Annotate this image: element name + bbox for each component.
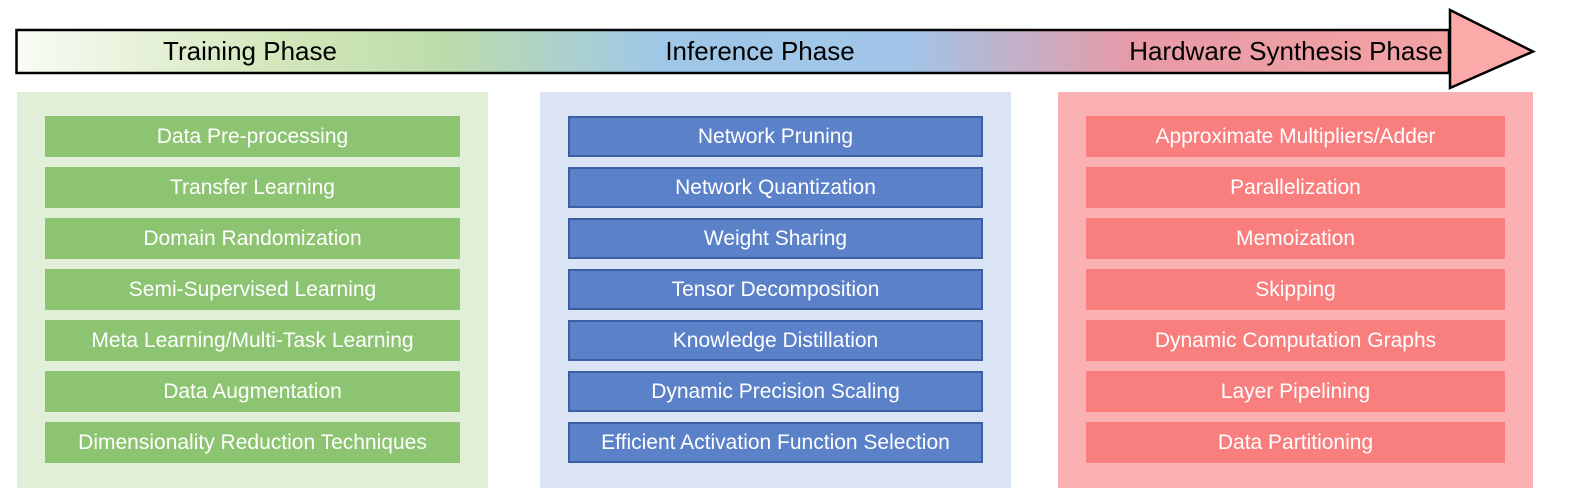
panel-training-phase: Data Pre-processing Transfer Learning Do… [17,92,488,488]
technique-item: Network Quantization [568,167,983,208]
technique-item: Data Augmentation [45,371,460,412]
panel-hardware-synthesis-phase: Approximate Multipliers/Adder Paralleliz… [1058,92,1533,488]
technique-item: Data Pre-processing [45,116,460,157]
technique-item: Skipping [1086,269,1505,310]
phase-arrow [15,7,1536,90]
technique-item: Data Partitioning [1086,422,1505,463]
technique-item: Knowledge Distillation [568,320,983,361]
technique-item: Layer Pipelining [1086,371,1505,412]
arrow-head [1448,7,1536,90]
technique-item: Weight Sharing [568,218,983,259]
arrow-body [15,28,1451,75]
panel-inference-phase: Network Pruning Network Quantization Wei… [540,92,1011,488]
technique-item: Dimensionality Reduction Techniques [45,422,460,463]
phase-title-inference: Inference Phase [665,36,855,66]
technique-item: Meta Learning/Multi-Task Learning [45,320,460,361]
technique-item: Network Pruning [568,116,983,157]
phase-title-training: Training Phase [163,36,337,66]
technique-item: Transfer Learning [45,167,460,208]
technique-item: Tensor Decomposition [568,269,983,310]
technique-item: Approximate Multipliers/Adder [1086,116,1505,157]
technique-item: Memoization [1086,218,1505,259]
technique-item: Efficient Activation Function Selection [568,422,983,463]
technique-item: Dynamic Computation Graphs [1086,320,1505,361]
technique-item: Domain Randomization [45,218,460,259]
technique-item: Dynamic Precision Scaling [568,371,983,412]
technique-item: Parallelization [1086,167,1505,208]
technique-item: Semi-Supervised Learning [45,269,460,310]
phase-title-hardware: Hardware Synthesis Phase [1129,36,1443,66]
